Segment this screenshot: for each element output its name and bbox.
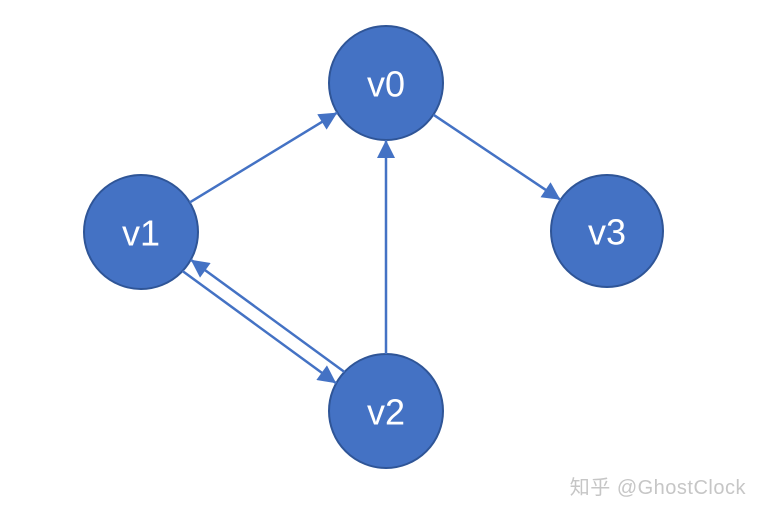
watermark: 知乎 @GhostClock (569, 477, 746, 499)
node-label-v1: v1 (122, 213, 160, 254)
node-circle-v3 (550, 174, 664, 288)
node-circle-v1 (83, 174, 199, 290)
graph-edge-v0-to-v3 (432, 113, 562, 201)
graph-node-v3: v3 (550, 174, 664, 288)
graph-edge-v1-to-v0 (189, 111, 338, 204)
node-label-v0: v0 (367, 64, 405, 105)
nodes-layer: v0 v1 v2 v3 (83, 25, 664, 469)
node-label-v3: v3 (588, 212, 626, 253)
graph-edge-v2-to-v1 (190, 258, 346, 374)
edges-layer (181, 111, 562, 385)
graph-edge-v1-to-v2 (181, 269, 337, 385)
graph-node-v2: v2 (328, 353, 444, 469)
graph-node-v0: v0 (328, 25, 444, 141)
node-label-v2: v2 (367, 392, 405, 433)
graph-node-v1: v1 (83, 174, 199, 290)
